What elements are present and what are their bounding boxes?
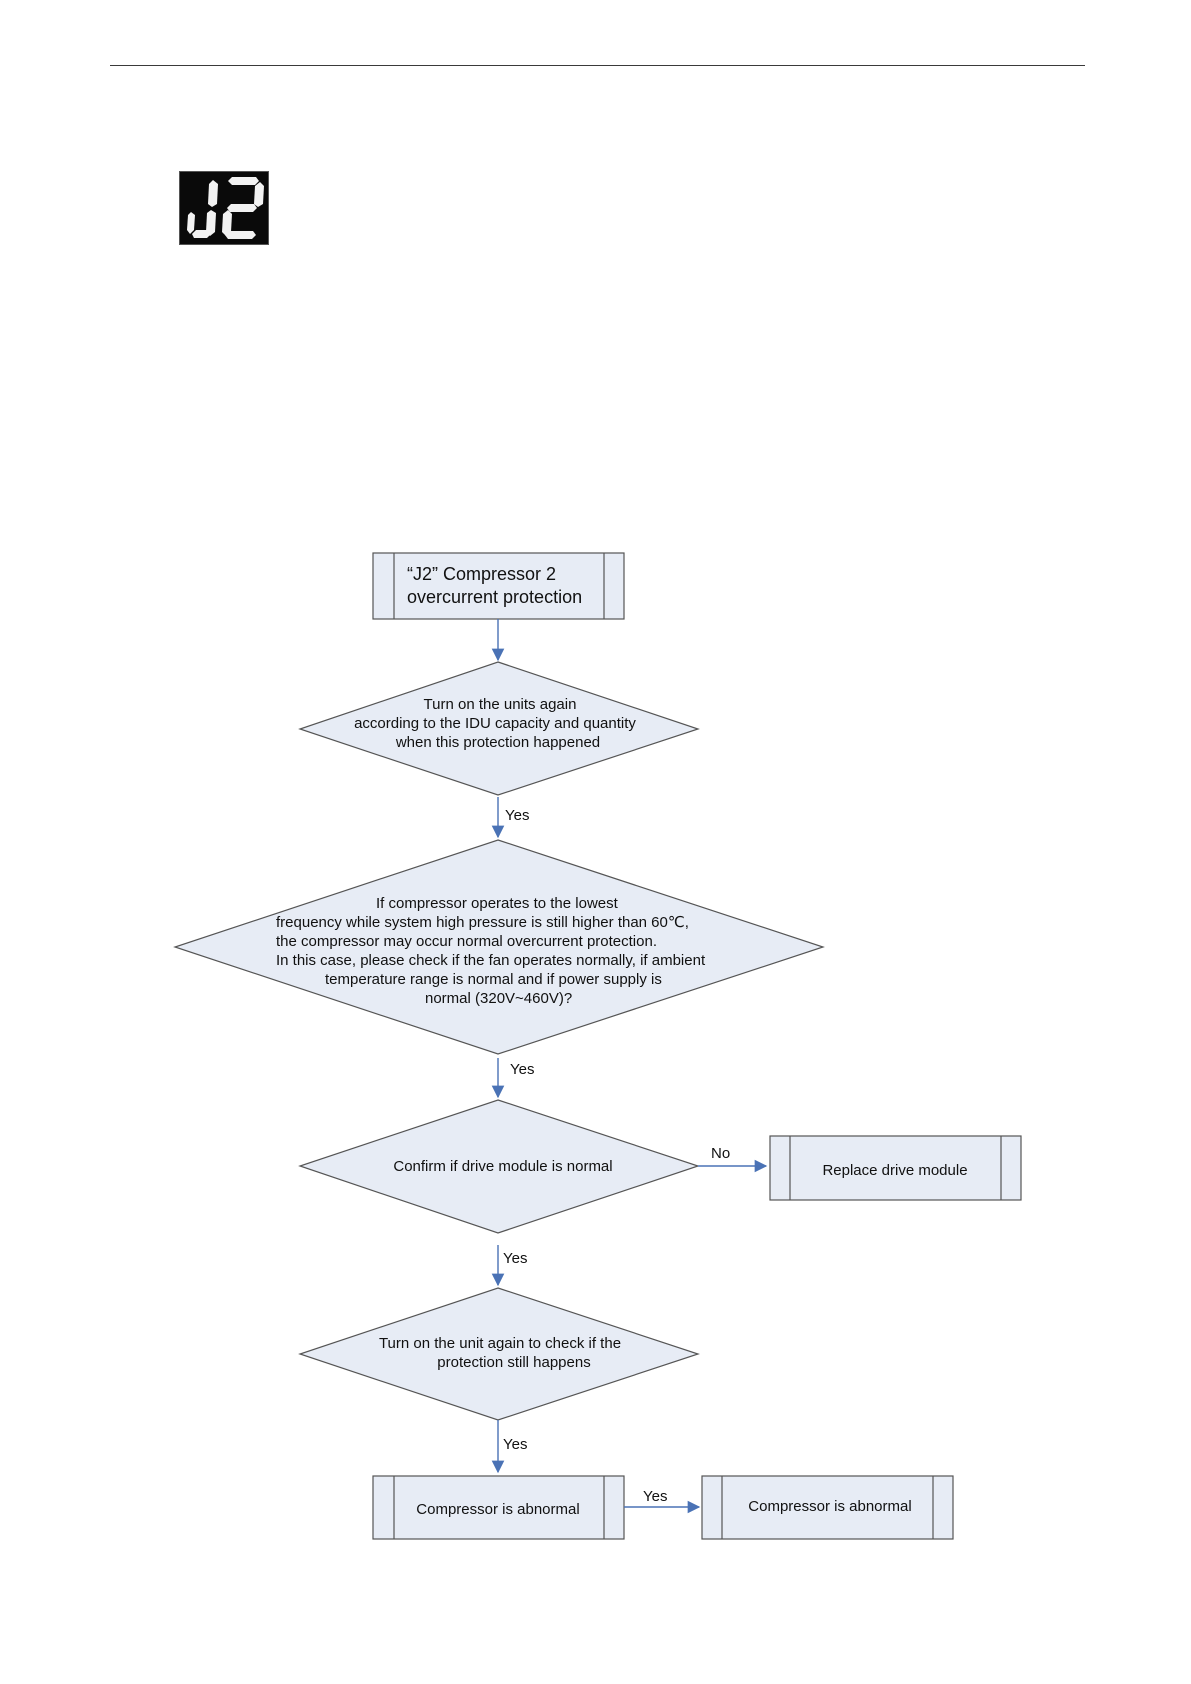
label-yes-5: Yes: [643, 1488, 667, 1505]
d1-line-3: when this protection happened: [395, 734, 600, 751]
start-process-box: “J2” Compressor 2 overcurrent protection: [372, 552, 625, 620]
d2-line-1: If compressor operates to the lowest: [376, 895, 619, 912]
label-yes-2: Yes: [510, 1061, 534, 1078]
d4-line-2: protection still happens: [437, 1354, 590, 1371]
compressor-abnormal-box-1: Compressor is abnormal: [372, 1475, 625, 1540]
d2-line-4: In this case, please check if the fan op…: [276, 952, 706, 969]
label-yes-4: Yes: [503, 1436, 527, 1453]
start-title-line-1: “J2” Compressor 2: [407, 564, 556, 584]
page-header-rule: [110, 65, 1085, 66]
d1-line-1: Turn on the units again: [424, 696, 577, 713]
segment: [206, 210, 216, 236]
decision-drive-module: Confirm if drive module is normal: [298, 1099, 700, 1234]
segment: [222, 210, 232, 236]
d2-line-6: normal (320V~460V)?: [425, 990, 572, 1007]
d1-line-2: according to the IDU capacity and quanti…: [354, 715, 636, 732]
decision-protection-still-happens: Turn on the unit again to check if the p…: [298, 1287, 700, 1421]
replace-drive-module-box: Replace drive module: [769, 1135, 1022, 1201]
decision-turn-on-units: Turn on the units again according to the…: [298, 661, 700, 796]
comp1-label: Compressor is abnormal: [416, 1501, 579, 1518]
d3-line-1: Confirm if drive module is normal: [393, 1158, 612, 1175]
segment: [225, 231, 256, 239]
d2-line-2: frequency while system high pressure is …: [276, 914, 689, 931]
d2-line-3: the compressor may occur normal overcurr…: [276, 933, 657, 950]
d4-line-1: Turn on the unit again to check if the: [379, 1335, 621, 1352]
segment: [227, 204, 257, 212]
label-yes-1: Yes: [505, 807, 529, 824]
comp2-label: Compressor is abnormal: [748, 1498, 911, 1515]
d2-line-5: temperature range is normal and if power…: [325, 971, 662, 988]
start-title-line-2: overcurrent protection: [407, 587, 582, 607]
segment: [192, 230, 211, 238]
segment: [187, 212, 195, 234]
label-yes-3: Yes: [503, 1250, 527, 1267]
seven-segment-code-display: [179, 171, 269, 245]
segment: [208, 180, 218, 207]
segment: [254, 182, 264, 207]
label-no-3: No: [711, 1145, 730, 1162]
seven-segment-glyphs: [187, 177, 264, 239]
segment: [228, 177, 259, 185]
replace-label: Replace drive module: [822, 1162, 967, 1179]
compressor-abnormal-box-2: Compressor is abnormal: [701, 1475, 954, 1540]
decision-compressor-lowest-frequency: If compressor operates to the lowest fre…: [173, 839, 825, 1055]
